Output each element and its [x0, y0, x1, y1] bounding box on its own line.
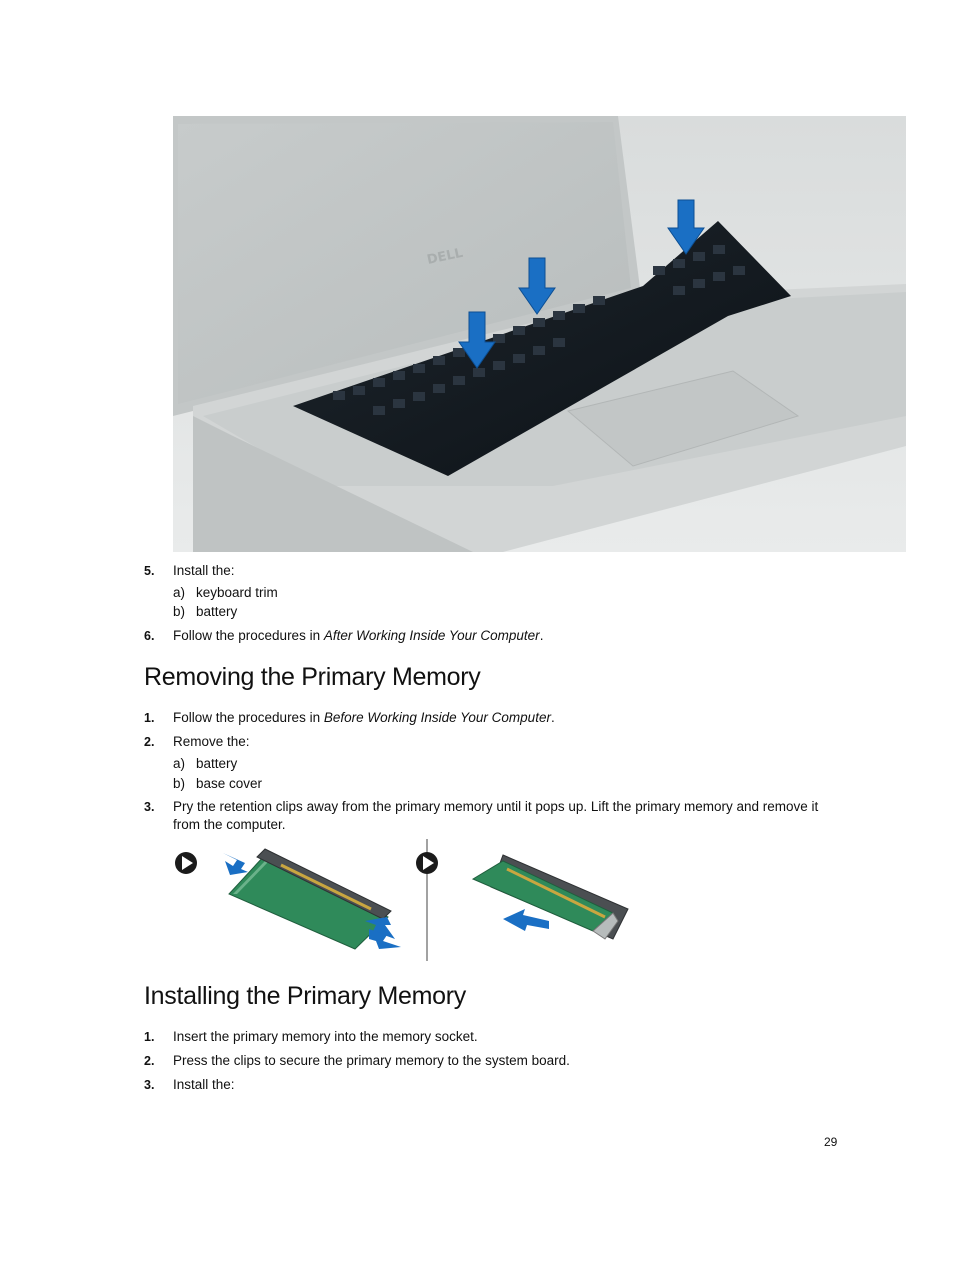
sub-item-text: keyboard trim — [196, 585, 278, 600]
keyboard-install-figure: DELL — [173, 116, 906, 552]
sub-item-text: battery — [196, 756, 238, 771]
outward-arrow-icon — [365, 917, 395, 939]
outward-arrow-icon — [223, 853, 248, 875]
step-number: 2. — [144, 735, 155, 749]
document-reference: Before Working Inside Your Computer — [323, 710, 551, 725]
page-number: 29 — [824, 1135, 838, 1149]
step-number: 2. — [144, 1054, 155, 1068]
sub-item-text: base cover — [196, 776, 263, 791]
step-text: Install the: — [173, 1077, 235, 1092]
press-arrow-icon — [458, 311, 496, 369]
step-number: 3. — [144, 1078, 155, 1092]
step-number: 6. — [144, 629, 155, 643]
memory-removal-figure — [173, 839, 660, 961]
step-text: Press the clips to secure the primary me… — [173, 1053, 570, 1068]
step-number: 1. — [144, 711, 155, 725]
step-text: Follow the procedures in After Working I… — [173, 628, 544, 643]
step-number: 3. — [144, 800, 155, 814]
step-text: Install the: — [173, 563, 235, 578]
press-arrow-icon — [667, 199, 705, 255]
step-number: 1. — [144, 1030, 155, 1044]
sub-item-letter: a) — [173, 585, 186, 600]
document-reference: After Working Inside Your Computer — [323, 628, 540, 643]
step-text: Remove the: — [173, 734, 250, 749]
step-text: Insert the primary memory into the memor… — [173, 1029, 478, 1044]
section-heading-installing: Installing the Primary Memory — [144, 982, 466, 1010]
section-heading-removing: Removing the Primary Memory — [144, 663, 481, 691]
sub-item-text: battery — [196, 604, 238, 619]
pull-out-arrow-icon — [503, 909, 549, 931]
press-arrow-icon — [518, 257, 556, 315]
laptop-keyboard-illustration: DELL — [173, 116, 906, 552]
dell-logo: DELL — [426, 246, 465, 268]
step-number: 5. — [144, 564, 155, 578]
memory-module-illustration — [175, 839, 629, 961]
sub-item-letter: a) — [173, 756, 186, 771]
sub-item-letter: b) — [173, 604, 186, 619]
step-text: Pry the retention clips away from the pr… — [173, 799, 819, 832]
sub-item-letter: b) — [173, 776, 186, 791]
step-text: Follow the procedures in Before Working … — [173, 710, 555, 725]
